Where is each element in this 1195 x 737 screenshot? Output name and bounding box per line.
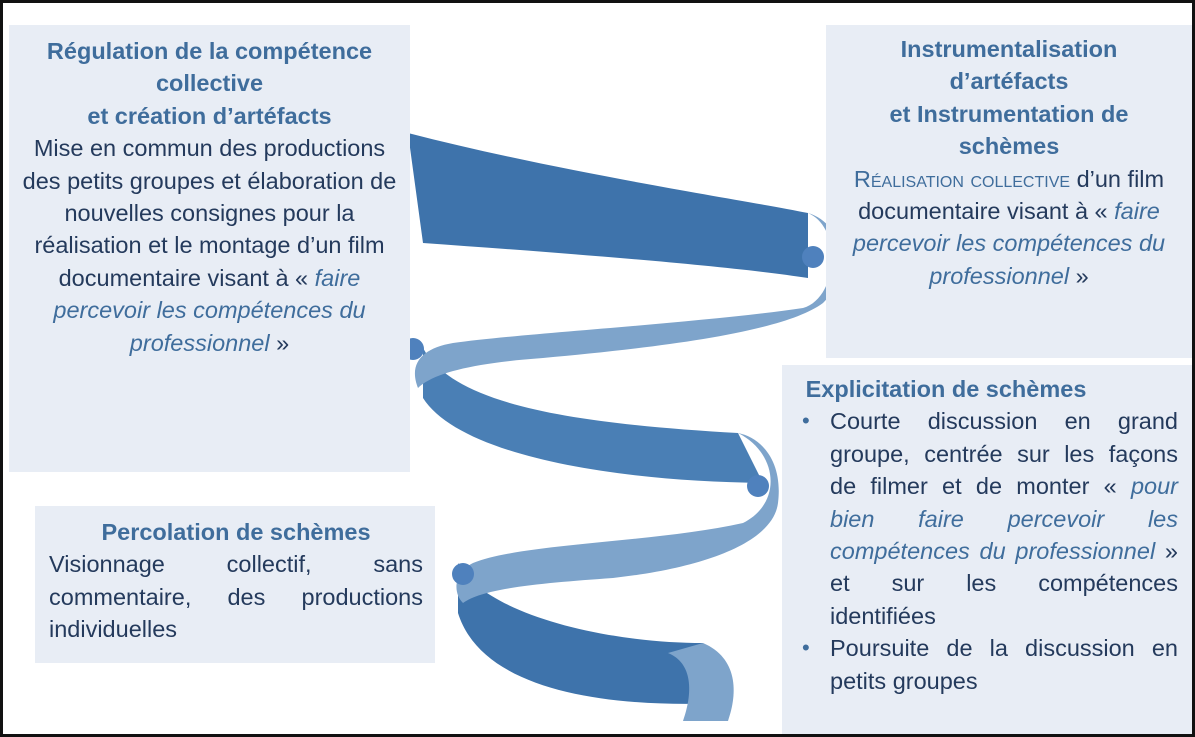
regulation-title-line3: et création d’artéfacts [87, 102, 332, 129]
bullet1-quote: pour bien faire percevoir les compétence… [830, 473, 1178, 565]
explicitation-bullet-1: Courte discussion en grand groupe, centr… [796, 405, 1178, 632]
instrumentalisation-title: Instrumentalisation d’artéfacts et Instr… [834, 33, 1184, 163]
instrumentalisation-title-line2: d’artéfacts [949, 68, 1069, 95]
regulation-body: Mise en commun des productions des petit… [22, 135, 397, 291]
ribbon-back-segment-3 [458, 563, 723, 704]
instrumentalisation-quote: faire percevoir les compétences du profe… [852, 198, 1166, 289]
spiral-ribbon [402, 133, 841, 721]
instrumentalisation-title-line3: et Instrumentation de [889, 100, 1129, 127]
instrumentalisation-title-line4: schèmes [958, 133, 1060, 160]
regulation-description: Mise en commun des productions des petit… [19, 132, 400, 359]
instrumentalisation-quote-open: « [1094, 198, 1115, 225]
explicitation-list: Courte discussion en grand groupe, centr… [796, 405, 1178, 697]
instrumentalisation-smallcaps: Réalisation collective [853, 165, 1071, 192]
regulation-title: Régulation de la compétence collective e… [19, 35, 400, 132]
ribbon-back-segment-1 [408, 133, 808, 278]
instrumentalisation-box: Instrumentalisation d’artéfacts et Instr… [826, 25, 1192, 358]
regulation-title-line2: collective [155, 70, 264, 97]
regulation-quote-close: » [269, 329, 290, 356]
explicitation-box: Explicitation de schèmes Courte discussi… [782, 365, 1192, 734]
explicitation-title: Explicitation de schèmes [805, 376, 1087, 402]
instrumentalisation-title-line1: Instrumentalisation [900, 36, 1118, 62]
instrumentalisation-quote-close: » [1069, 262, 1089, 289]
ribbon-back-segment-2 [423, 348, 763, 483]
instrumentalisation-body: d’un film documentaire visant à [858, 165, 1165, 225]
ribbon-front-segment-3 [668, 643, 734, 721]
node-dot-bottom-left [452, 563, 474, 585]
percolation-box: Percolation de schèmes Visionnage collec… [35, 506, 435, 663]
node-dot-top-right [802, 246, 824, 268]
instrumentalisation-description: Réalisation collective d’un film documen… [834, 163, 1184, 293]
bullet1-text-end: » et sur les compétences identifiées [830, 538, 1178, 629]
percolation-title: Percolation de schèmes [101, 519, 371, 545]
ribbon-front-segment-2 [456, 433, 779, 603]
regulation-box: Régulation de la compétence collective e… [9, 25, 410, 472]
percolation-description: Visionnage collectif, sans commentaire, … [49, 551, 423, 643]
bullet1-text-start: Courte discussion en grand groupe, centr… [830, 408, 1178, 500]
regulation-quote-open: « [295, 264, 315, 291]
regulation-quote: faire percevoir les compétences du profe… [53, 264, 366, 356]
node-dot-bottom-right [747, 475, 769, 497]
regulation-title-line1: Régulation de la compétence [46, 38, 373, 64]
ribbon-front-segment-1 [414, 213, 841, 388]
explicitation-bullet-2: Poursuite de la discussion en petits gro… [796, 632, 1178, 697]
